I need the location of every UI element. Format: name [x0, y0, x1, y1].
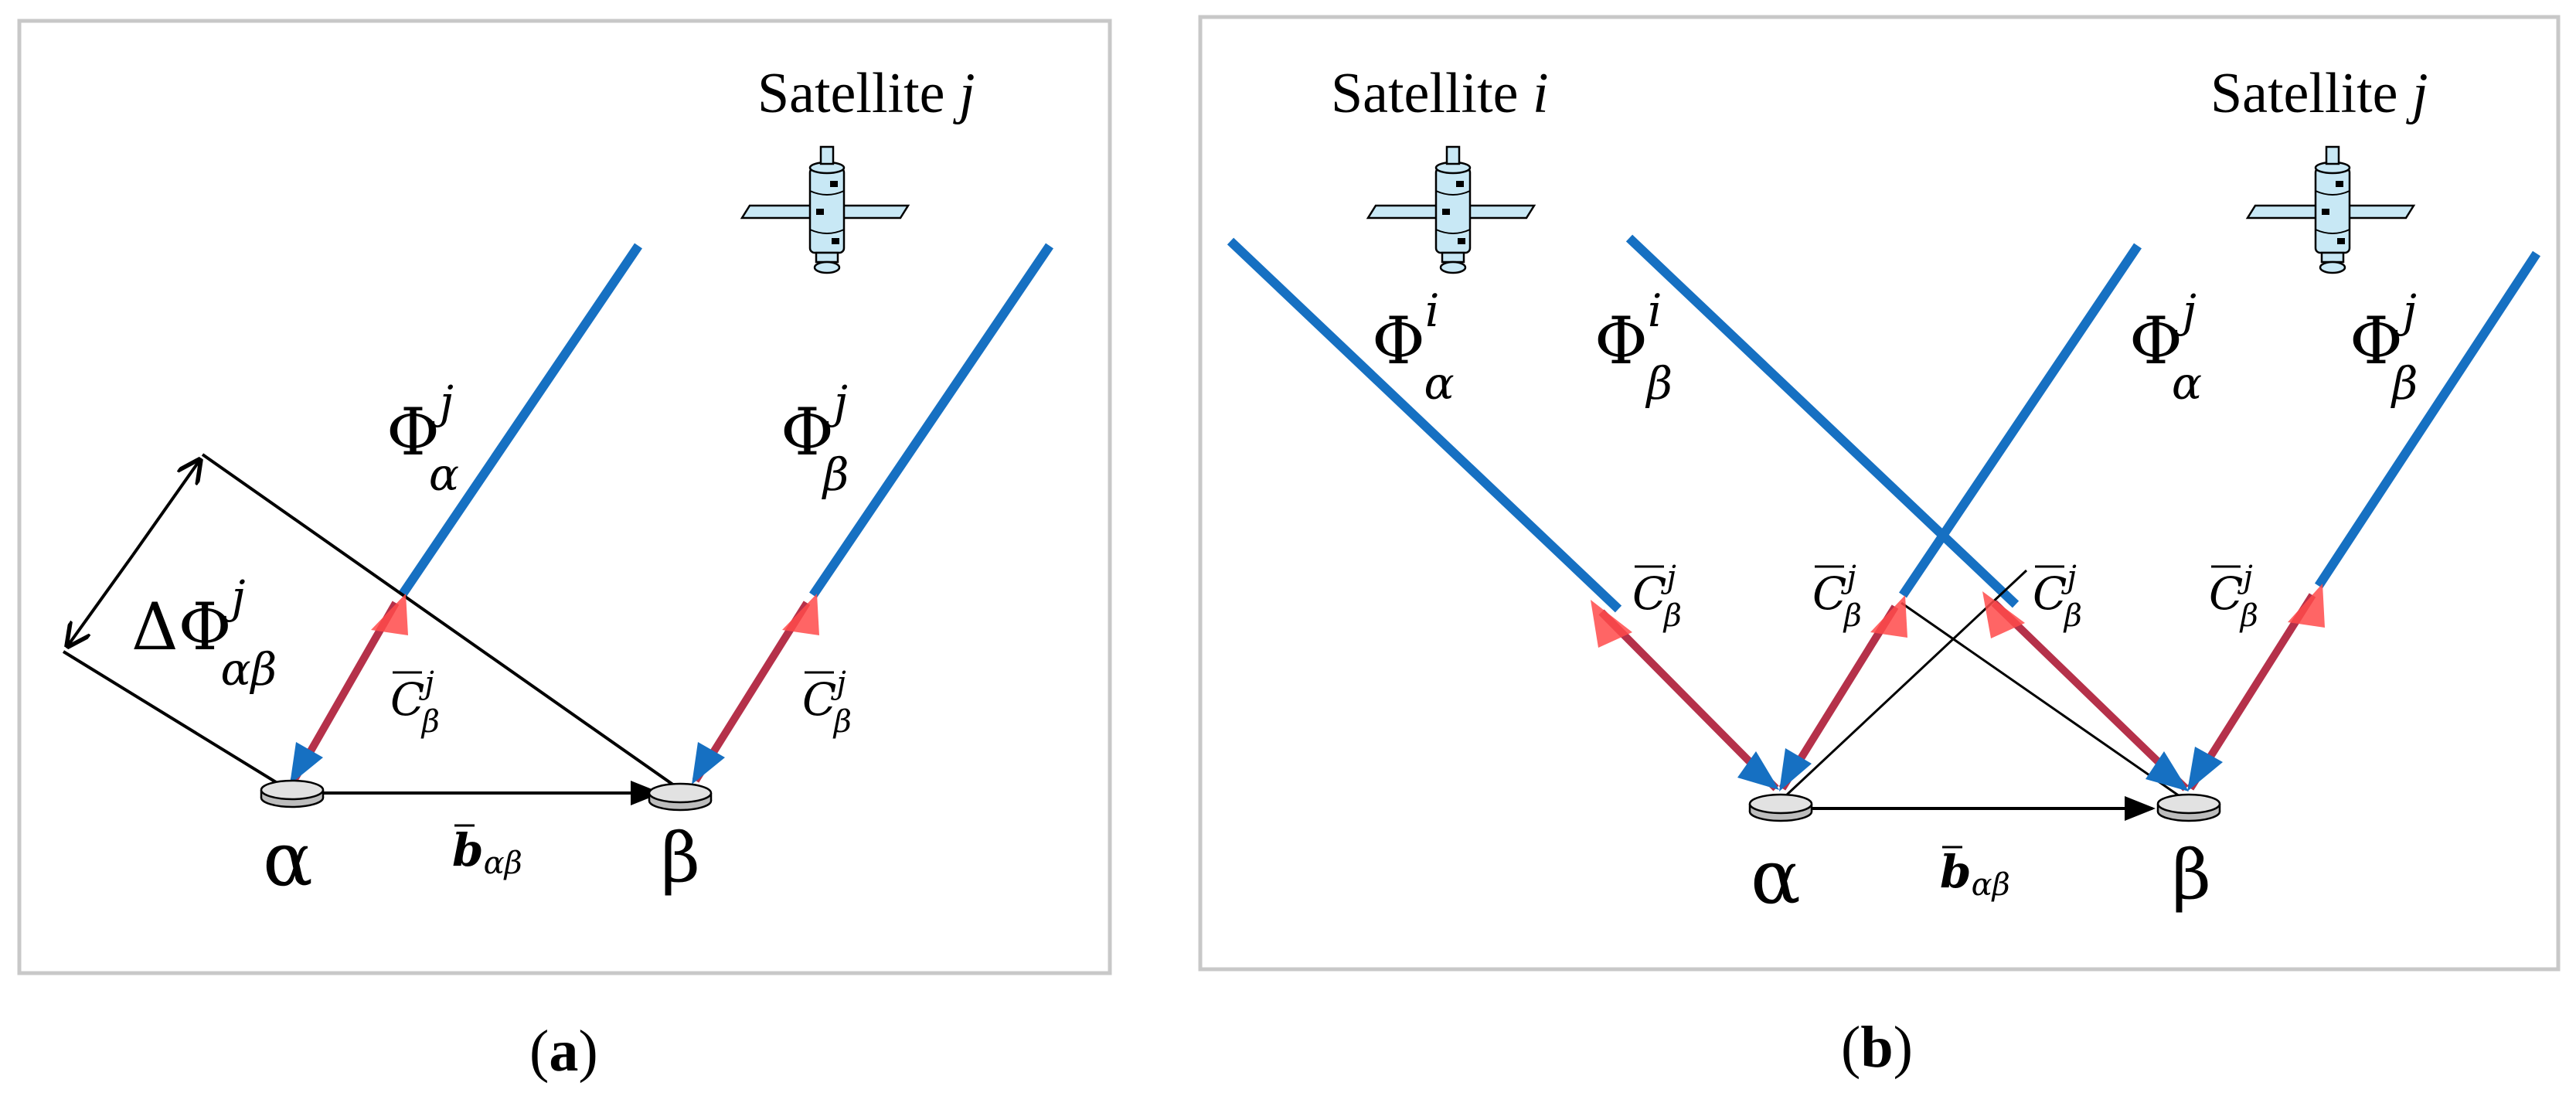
delta-phi-projection	[62, 650, 291, 792]
c-vector-alpha-head	[371, 594, 408, 635]
delta-phi-dimension-arrow	[131, 461, 199, 557]
c-vector-beta	[692, 601, 811, 783]
receiver-antenna-icon	[260, 779, 325, 808]
baseline-label: bαβ	[452, 824, 522, 881]
signal-line-i-alpha	[1227, 237, 1622, 613]
caption-b: (b)	[1841, 1015, 1913, 1080]
signal-line-alpha	[398, 243, 642, 598]
c-vector-j-alpha-head	[1870, 595, 1907, 638]
c-vector-i-alpha	[1598, 609, 1779, 791]
satellite-j-label: Satellite j	[757, 62, 975, 125]
receiver-alpha-label-b: α	[1751, 834, 1801, 921]
c-vector-alpha-tail	[290, 742, 323, 785]
c-vector-i-beta-tail	[2146, 751, 2189, 791]
c-vector-j-beta-tail	[2187, 747, 2223, 791]
c-vector-i-beta-head	[1982, 591, 2025, 638]
satellite-j-label-b: Satellite j	[2210, 62, 2428, 125]
c-vector-beta-tail	[692, 742, 725, 785]
receiver-antenna-icon	[1748, 793, 1813, 822]
signal-line-beta	[809, 243, 1053, 598]
c-vector-j-beta-head	[2288, 584, 2325, 628]
c-vector-i-beta	[1991, 600, 2189, 791]
receiver-alpha-label: α	[263, 816, 313, 903]
satellite-i-label: Satellite i	[1331, 62, 1549, 125]
receiver-beta-label: β	[661, 818, 700, 897]
baseline-label-b: bαβ	[1940, 846, 2010, 903]
delta-phi-dimension-arrow-back	[68, 553, 134, 645]
receiver-antenna-icon	[2156, 793, 2221, 822]
panel-a-border	[17, 19, 1112, 975]
signal-line-j-beta	[2314, 250, 2541, 589]
c-vector-beta-head	[782, 594, 819, 635]
caption-a: (a)	[529, 1019, 598, 1084]
signal-line-i-beta	[1625, 234, 2020, 608]
receiver-antenna-icon	[648, 782, 713, 812]
receiver-beta-label-b: β	[2172, 835, 2211, 914]
delta-phi-diagonal	[201, 453, 683, 792]
c-vector-i-alpha-head	[1591, 600, 1632, 648]
c-vector-i-alpha-tail	[1737, 751, 1779, 790]
c-vector-j-alpha-tail	[1779, 748, 1812, 791]
panel-b-border	[1198, 15, 2561, 972]
signal-line-j-alpha	[1899, 243, 2142, 598]
cross-line-2	[1901, 601, 2180, 798]
